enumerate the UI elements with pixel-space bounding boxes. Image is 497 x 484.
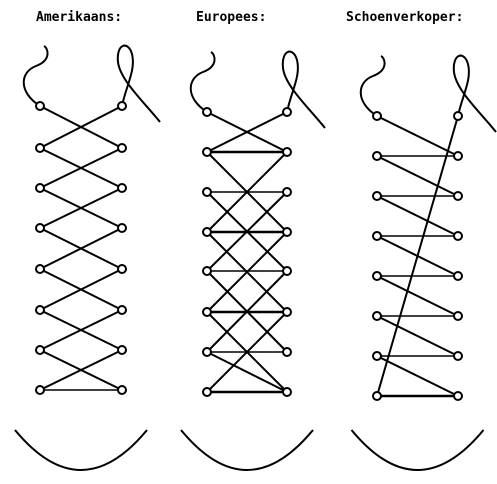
eyelet <box>373 352 381 360</box>
eyelet <box>373 312 381 320</box>
lace-segment <box>377 236 458 276</box>
eyelet <box>454 232 462 240</box>
eyelet <box>118 184 126 192</box>
shoe-outline <box>181 430 313 470</box>
eyelet <box>373 152 381 160</box>
eyelet <box>203 148 211 156</box>
eyelet <box>373 272 381 280</box>
eyelet <box>283 388 291 396</box>
lace-end-left <box>24 46 48 106</box>
eyelet <box>203 228 211 236</box>
lace-end-left <box>361 56 385 116</box>
eyelet <box>373 112 381 120</box>
eyelet <box>118 306 126 314</box>
lace-segment <box>377 276 458 316</box>
eyelet <box>454 272 462 280</box>
lace-segment <box>377 156 458 196</box>
eyelet <box>36 102 44 110</box>
eyelet <box>283 267 291 275</box>
eyelet <box>36 265 44 273</box>
lace-segment <box>377 356 458 396</box>
lace-end-right <box>454 56 496 132</box>
eyelet <box>283 348 291 356</box>
eyelet <box>118 102 126 110</box>
lace-segment <box>377 196 458 236</box>
eyelet <box>118 265 126 273</box>
lace-segment <box>377 116 458 156</box>
eyelet <box>118 346 126 354</box>
eyelet <box>118 224 126 232</box>
eyelet <box>36 306 44 314</box>
eyelet <box>373 392 381 400</box>
eyelet <box>203 308 211 316</box>
eyelet <box>283 148 291 156</box>
lace-segment <box>377 316 458 356</box>
shoe-outline <box>15 430 147 470</box>
lace-end-right <box>283 52 325 128</box>
eyelet <box>203 348 211 356</box>
eyelet <box>283 108 291 116</box>
eyelet <box>118 386 126 394</box>
shoe-outline <box>352 430 484 470</box>
eyelet <box>36 386 44 394</box>
eyelet <box>203 188 211 196</box>
eyelet <box>118 144 126 152</box>
eyelet <box>454 112 462 120</box>
eyelet <box>454 312 462 320</box>
eyelet <box>373 232 381 240</box>
eyelet <box>454 392 462 400</box>
eyelet <box>203 108 211 116</box>
eyelet <box>283 188 291 196</box>
lace-end-right <box>118 46 160 122</box>
eyelet <box>454 352 462 360</box>
eyelet <box>283 228 291 236</box>
eyelet <box>203 267 211 275</box>
eyelet <box>373 192 381 200</box>
eyelet <box>203 388 211 396</box>
lace-end-left <box>191 52 215 112</box>
eyelet <box>454 152 462 160</box>
eyelet <box>36 144 44 152</box>
eyelet <box>283 308 291 316</box>
eyelet <box>36 224 44 232</box>
eyelet <box>454 192 462 200</box>
lace-segment <box>207 352 287 392</box>
eyelet <box>36 346 44 354</box>
eyelet <box>36 184 44 192</box>
